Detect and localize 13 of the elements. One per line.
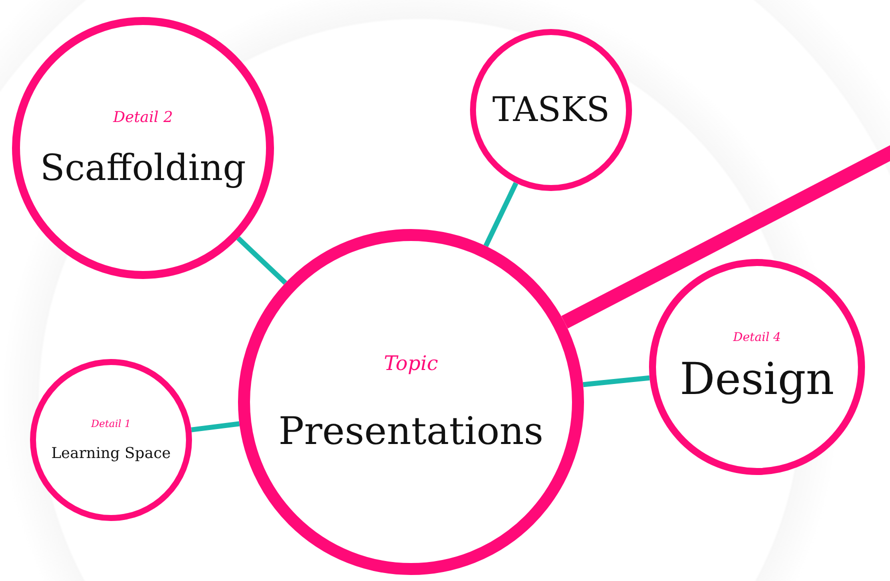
connector-line xyxy=(236,236,288,285)
connector-line xyxy=(484,182,518,248)
connector-line xyxy=(191,421,240,432)
connector-line xyxy=(582,375,650,388)
detail-label: Topic xyxy=(384,351,438,375)
detail-label: Detail 1 xyxy=(91,418,131,430)
topic-title: TASKS xyxy=(492,90,610,130)
detail-label: Detail 4 xyxy=(733,330,781,344)
topic-title: Presentations xyxy=(278,409,544,453)
detail-label: Detail 2 xyxy=(113,108,173,126)
topic-title: Design xyxy=(680,354,834,404)
topic-title: Scaffolding xyxy=(40,148,246,188)
topic-title: Learning Space xyxy=(51,444,171,462)
